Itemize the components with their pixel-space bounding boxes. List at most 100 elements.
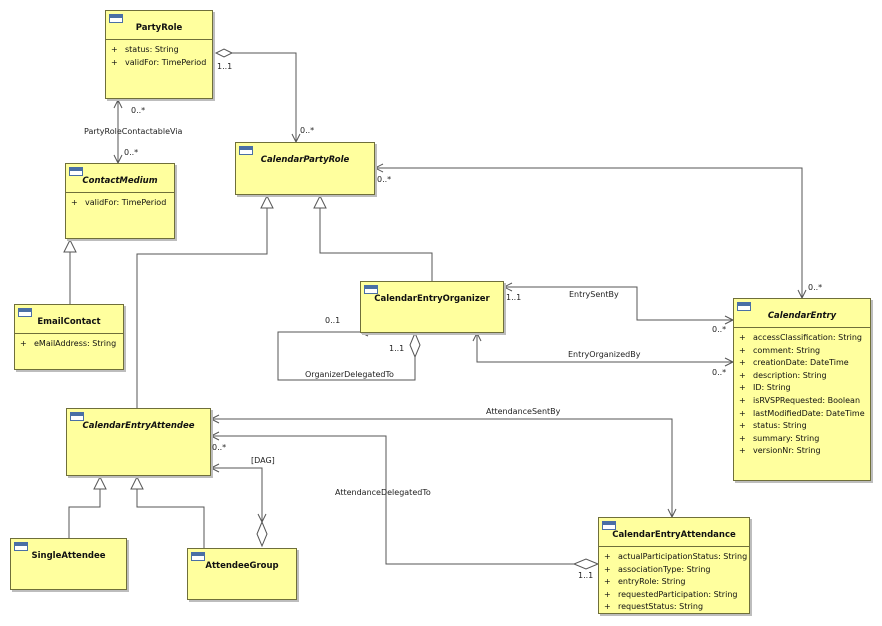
attribute-item: +status: String bbox=[739, 420, 870, 433]
attribute-text: isRVSPRequested: Boolean bbox=[753, 395, 861, 405]
aggregation-diamond-icon bbox=[256, 520, 268, 548]
class-name: SingleAttendee bbox=[31, 551, 106, 561]
association-calendarpartyrole-calendarentry bbox=[375, 167, 803, 298]
visibility-marker: + bbox=[71, 198, 78, 207]
attribute-item: +comment: String bbox=[739, 345, 870, 358]
class-name: CalendarPartyRole bbox=[260, 155, 350, 165]
class-single-attendee[interactable]: SingleAttendee bbox=[10, 538, 127, 590]
class-calendar-entry-attendee[interactable]: CalendarEntryAttendee bbox=[66, 408, 211, 476]
attribute-text: status: String bbox=[753, 421, 807, 431]
visibility-marker: + bbox=[111, 57, 118, 67]
label-entry-organized-by: EntryOrganizedBy bbox=[568, 350, 641, 359]
visibility-marker: + bbox=[604, 577, 611, 587]
class-icon bbox=[18, 308, 32, 317]
attribute-item: + status: String bbox=[111, 44, 212, 57]
multiplicity: 0..* bbox=[124, 148, 139, 157]
class-calendar-entry-organizer[interactable]: CalendarEntryOrganizer bbox=[360, 281, 504, 333]
attribute-list: + accessClassification: String +comment: S… bbox=[734, 328, 870, 458]
class-party-role[interactable]: PartyRole + status: String +validFor: Time… bbox=[105, 10, 213, 99]
attribute-item: +summary: String bbox=[739, 433, 870, 446]
arrowhead-icon bbox=[373, 163, 384, 173]
attribute-text: accessClassification: String bbox=[753, 333, 863, 342]
attribute-item: +entryRole: String bbox=[604, 576, 749, 589]
multiplicity: 0..* bbox=[712, 325, 727, 334]
attribute-item: + validFor: TimePeriod bbox=[71, 197, 174, 210]
attribute-item: + lastModifiedDate: DateTime bbox=[739, 408, 870, 421]
multiplicity: 0..* bbox=[712, 368, 727, 377]
attribute-item: +eMailAddress: String bbox=[20, 338, 123, 351]
label-party-role-contactable-via: PartyRoleContactableVia bbox=[84, 127, 183, 136]
attribute-text: status: String bbox=[125, 45, 179, 54]
visibility-marker: + bbox=[739, 408, 746, 418]
attribute-item: +associationType: String bbox=[604, 564, 749, 577]
class-calendar-party-role[interactable]: CalendarPartyRole bbox=[235, 142, 375, 195]
label-attendance-delegated-to: AttendanceDelegatedTo bbox=[335, 488, 431, 497]
multiplicity: 0..* bbox=[131, 106, 146, 115]
generalization-singleattendee-attendee bbox=[68, 489, 101, 538]
label-entry-sent-by: EntrySentBy bbox=[569, 290, 619, 299]
attribute-text: associationType: String bbox=[618, 564, 711, 574]
attribute-list: +actualParticipationStatus: String+assoc… bbox=[599, 547, 749, 614]
arrowhead-icon bbox=[209, 431, 220, 441]
multiplicity: 0..1 bbox=[325, 316, 341, 325]
generalization-triangle-icon bbox=[313, 194, 327, 209]
attribute-item: +versionNr: String bbox=[739, 445, 870, 458]
attribute-item: +description: String bbox=[739, 370, 870, 383]
class-name: ContactMedium bbox=[82, 176, 158, 186]
class-icon bbox=[191, 552, 205, 561]
attribute-text: validFor: TimePeriod bbox=[85, 198, 167, 207]
label-organizer-delegated-to: OrganizerDelegatedTo bbox=[305, 370, 394, 379]
generalization-triangle-icon bbox=[260, 194, 274, 209]
attribute-text: eMailAddress: String bbox=[34, 339, 117, 348]
class-attendee-group[interactable]: AttendeeGroup bbox=[187, 548, 297, 600]
class-icon bbox=[69, 167, 83, 176]
attribute-text: actualParticipationStatus: String bbox=[618, 552, 748, 561]
aggregation-diamond-icon bbox=[572, 558, 600, 570]
class-email-contact[interactable]: EmailContact +eMailAddress: String bbox=[14, 304, 124, 370]
label-dag: [DAG] bbox=[251, 456, 275, 465]
compartment-separator bbox=[599, 546, 749, 547]
attribute-item: + actualParticipationStatus: String bbox=[604, 551, 749, 564]
generalization-triangle-icon bbox=[63, 238, 77, 253]
visibility-marker: + bbox=[111, 45, 118, 54]
multiplicity: 0..* bbox=[377, 175, 392, 184]
class-name: PartyRole bbox=[135, 23, 183, 33]
association-entry-organized-by bbox=[476, 333, 733, 363]
attribute-list: + status: String +validFor: TimePeriod bbox=[106, 40, 212, 69]
arrowhead-icon bbox=[209, 414, 220, 424]
class-icon bbox=[364, 285, 378, 294]
generalization-triangle-icon bbox=[93, 475, 107, 490]
attribute-item: +requestedParticipation: String bbox=[604, 589, 749, 602]
compartment-separator bbox=[15, 333, 123, 334]
attribute-text: lastModifiedDate: DateTime bbox=[753, 408, 865, 418]
class-calendar-entry[interactable]: CalendarEntry +accessClassification: Str… bbox=[733, 298, 871, 481]
class-name: CalendarEntryOrganizer bbox=[374, 294, 490, 304]
visibility-marker: + bbox=[739, 358, 746, 368]
attribute-text: description: String bbox=[753, 370, 827, 380]
visibility-marker: + bbox=[604, 552, 611, 561]
attribute-item: + isRVSPRequested: Boolean bbox=[739, 395, 870, 408]
association-attendance-delegated-to bbox=[211, 435, 574, 565]
arrowhead-icon bbox=[113, 98, 123, 109]
attribute-item: +requestStatus: String bbox=[604, 601, 749, 614]
generalization-attendee-calendarpartyrole bbox=[136, 208, 268, 408]
class-name: EmailContact bbox=[37, 317, 101, 327]
attribute-text: ID: String bbox=[753, 383, 791, 393]
arrowhead-icon bbox=[502, 282, 513, 292]
class-icon bbox=[70, 412, 84, 421]
attribute-item: + accessClassification: String bbox=[739, 332, 870, 345]
arrowhead-icon bbox=[472, 331, 482, 342]
attribute-item: +ID: String bbox=[739, 382, 870, 395]
visibility-marker: + bbox=[739, 395, 746, 405]
class-contact-medium[interactable]: ContactMedium + validFor: TimePeriod bbox=[65, 163, 175, 239]
association-entry-sent-by bbox=[504, 286, 733, 321]
class-icon bbox=[109, 14, 123, 23]
aggregation-diamond-icon bbox=[409, 331, 421, 359]
arrowhead-icon bbox=[209, 463, 220, 473]
attribute-item: +validFor: TimePeriod bbox=[111, 57, 212, 70]
multiplicity: 1..1 bbox=[578, 571, 594, 580]
visibility-marker: + bbox=[739, 333, 746, 342]
association-attendance-sent-by bbox=[211, 418, 673, 517]
class-calendar-entry-attendance[interactable]: CalendarEntryAttendance +actualParticipa… bbox=[598, 517, 750, 614]
attribute-text: creationDate: DateTime bbox=[753, 358, 849, 368]
